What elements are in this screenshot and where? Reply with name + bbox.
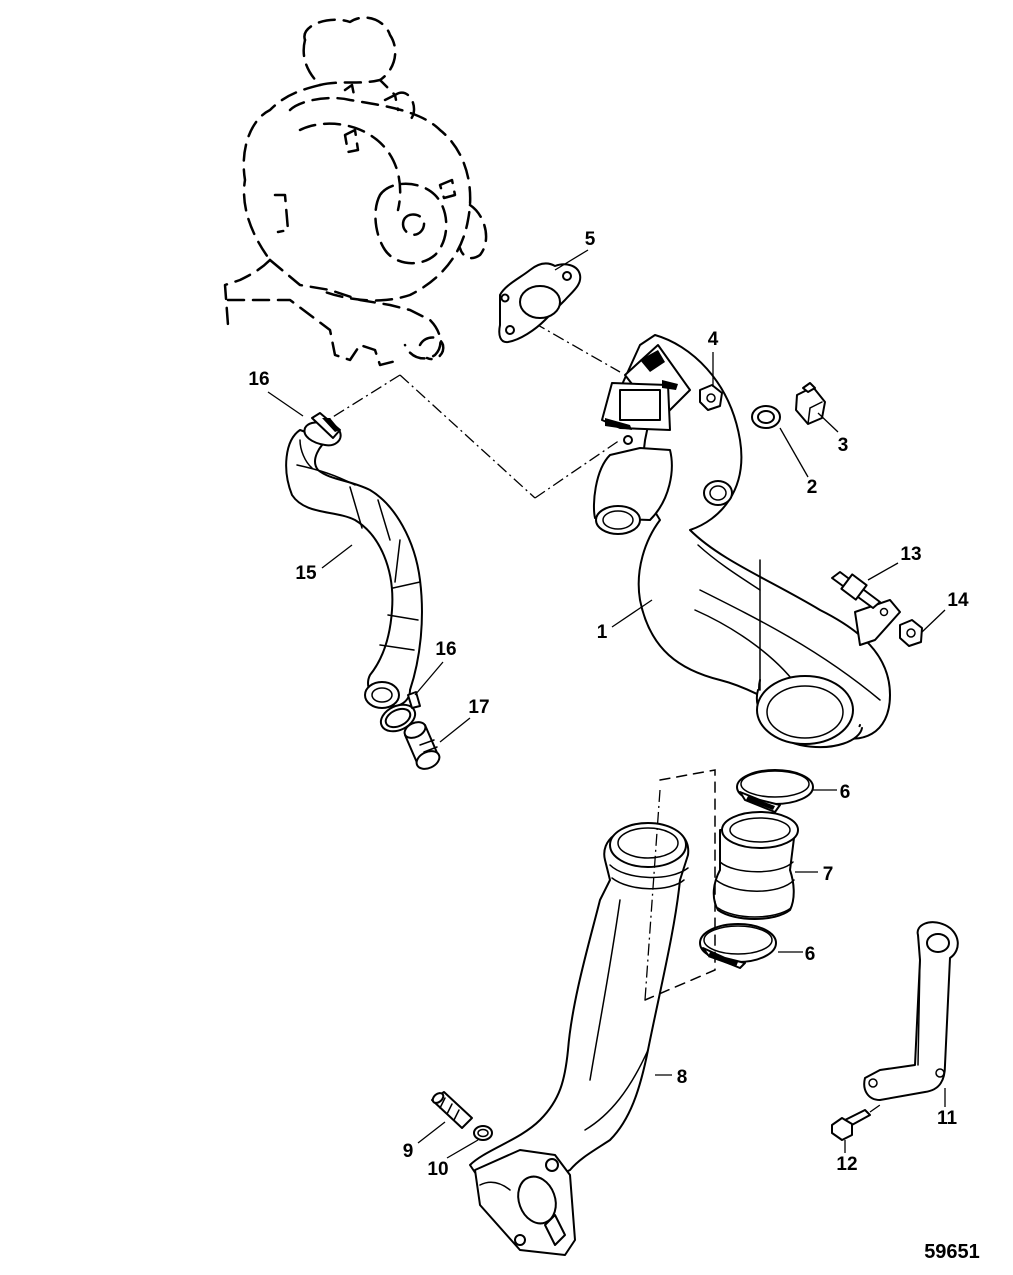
reference-assembly-phantom <box>223 16 488 367</box>
callout-14: 14 <box>947 590 969 611</box>
hose-part-15 <box>285 429 423 709</box>
callout-3: 3 <box>838 435 849 456</box>
nut-part-4 <box>699 384 723 411</box>
lock-washer-part-10 <box>473 1125 493 1141</box>
bolt-part-12 <box>831 1104 881 1141</box>
hose-clamp-part-16-top <box>303 412 342 447</box>
exhaust-pipe-part-8 <box>469 822 690 1256</box>
sealing-washer-part-2 <box>751 405 781 429</box>
callout-1: 1 <box>597 622 608 643</box>
callout-12: 12 <box>836 1154 857 1175</box>
callout-5: 5 <box>585 229 596 250</box>
gasket-part-5 <box>498 262 582 344</box>
callout-leaders <box>267 249 946 1159</box>
callout-17: 17 <box>468 697 489 718</box>
callout-10: 10 <box>427 1159 448 1180</box>
assembly-phantom-bracket <box>644 769 716 1001</box>
bracket-part-11 <box>863 921 959 1101</box>
hose-clamp-part-16-bottom <box>379 691 421 733</box>
callout-7: 7 <box>823 864 834 885</box>
hose-fitting-part-17 <box>403 721 441 770</box>
rubber-coupler-part-7 <box>712 811 799 920</box>
clamp-part-6-upper <box>736 769 814 813</box>
exhaust-elbow-part-1 <box>592 334 901 749</box>
plug-part-3 <box>795 382 826 425</box>
figure-number: 59651 <box>924 1241 980 1263</box>
clamp-part-6-lower <box>699 923 777 969</box>
callout-8: 8 <box>677 1067 688 1088</box>
callout-16-top: 16 <box>248 369 269 390</box>
stud-part-13 <box>831 571 881 609</box>
callout-16-bottom: 16 <box>435 639 456 660</box>
callout-labels: 1 2 3 4 5 6 6 7 8 9 10 11 12 13 14 15 16… <box>248 229 969 1180</box>
callout-9: 9 <box>403 1141 414 1162</box>
callout-2: 2 <box>807 477 818 498</box>
callout-6-lower: 6 <box>805 944 816 965</box>
nut-part-14 <box>899 619 923 647</box>
callout-4: 4 <box>708 329 719 350</box>
bolt-part-9 <box>431 1091 473 1129</box>
callout-11: 11 <box>937 1108 958 1129</box>
callout-13: 13 <box>900 544 921 565</box>
callout-6-upper: 6 <box>840 782 851 803</box>
callout-15: 15 <box>295 563 317 584</box>
